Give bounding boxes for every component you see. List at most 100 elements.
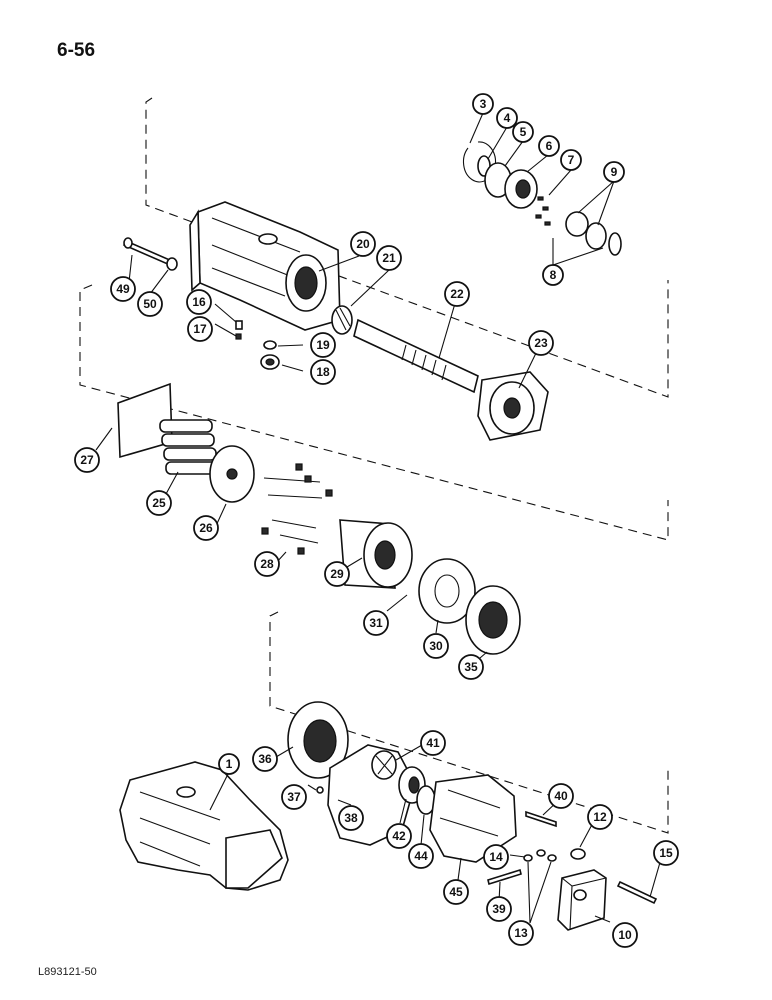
- callout-label: 45: [449, 885, 463, 899]
- callout-4: 4: [496, 107, 518, 129]
- callout-38: 38: [338, 805, 364, 831]
- callout-label: 25: [152, 496, 166, 510]
- callout-label: 20: [356, 237, 370, 251]
- callout-label: 27: [80, 453, 94, 467]
- motor-housing: [189, 201, 341, 331]
- callout-label: 10: [618, 928, 632, 942]
- callout-49: 49: [110, 276, 136, 302]
- callout-label: 28: [260, 557, 274, 571]
- port-plate-30: [418, 558, 476, 624]
- callout-35: 35: [458, 654, 484, 680]
- callout-label: 9: [611, 165, 618, 179]
- callout-label: 21: [382, 251, 396, 265]
- callout-6: 6: [538, 135, 560, 157]
- callout-label: 38: [344, 811, 358, 825]
- callout-13: 13: [508, 920, 534, 946]
- callout-label: 30: [429, 639, 443, 653]
- plug-18: [260, 354, 280, 370]
- callout-42: 42: [386, 823, 412, 849]
- assembly-guide-lines: [79, 97, 669, 834]
- end-cap-23: [477, 371, 549, 441]
- callout-27: 27: [74, 447, 100, 473]
- callout-7: 7: [560, 149, 582, 171]
- seal-12: [570, 848, 586, 860]
- callout-label: 14: [489, 850, 503, 864]
- figure-code: L893121-50: [38, 966, 97, 978]
- callout-label: 44: [414, 849, 428, 863]
- callout-label: 16: [192, 295, 206, 309]
- callout-label: 41: [426, 736, 440, 750]
- callout-label: 5: [520, 125, 527, 139]
- callout-23: 23: [528, 330, 554, 356]
- callout-1: 1: [218, 753, 240, 775]
- callout-label: 31: [369, 616, 383, 630]
- callout-28: 28: [254, 551, 280, 577]
- callout-39: 39: [486, 896, 512, 922]
- callout-label: 22: [450, 287, 464, 301]
- page-number: 6-56: [57, 40, 96, 61]
- callout-21: 21: [376, 245, 402, 271]
- callout-16: 16: [186, 289, 212, 315]
- plate-36: [287, 701, 349, 779]
- callout-30: 30: [423, 633, 449, 659]
- callout-22: 22: [444, 281, 470, 307]
- callout-label: 3: [480, 97, 487, 111]
- callout-label: 49: [116, 282, 130, 296]
- bolt-39: [487, 868, 522, 886]
- callout-label: 13: [514, 926, 528, 940]
- callout-17: 17: [187, 316, 213, 342]
- callout-26: 26: [193, 515, 219, 541]
- callout-label: 18: [316, 365, 330, 379]
- callout-label: 7: [568, 153, 575, 167]
- bolt-40: [525, 810, 557, 828]
- callout-label: 15: [659, 846, 673, 860]
- callout-label: 35: [464, 660, 478, 674]
- pins-7: [535, 196, 551, 226]
- callout-20: 20: [350, 231, 376, 257]
- callout-3: 3: [472, 93, 494, 115]
- gear-41: [371, 750, 397, 780]
- washer-50: [166, 257, 178, 271]
- callout-label: 1: [226, 757, 233, 771]
- callout-50: 50: [137, 291, 163, 317]
- cylinder-barrel-29: [339, 519, 413, 589]
- bearing-21: [331, 305, 353, 335]
- callout-41: 41: [420, 730, 446, 756]
- callout-40: 40: [548, 783, 574, 809]
- o-rings-13-14: [523, 849, 557, 862]
- bolt-15: [616, 880, 658, 905]
- leader-lines: [95, 112, 664, 924]
- callout-label: 36: [258, 752, 272, 766]
- callout-12: 12: [587, 804, 613, 830]
- shaft-22: [353, 318, 479, 394]
- pin-16: [235, 320, 243, 330]
- seal-ring-19: [263, 340, 277, 350]
- callout-45: 45: [443, 879, 469, 905]
- valve-block-10: [557, 869, 607, 931]
- callout-label: 12: [593, 810, 607, 824]
- callout-label: 17: [193, 322, 207, 336]
- ring-8: [608, 232, 622, 256]
- pin-37: [316, 786, 324, 794]
- callout-label: 23: [534, 336, 548, 350]
- retainer-plate-26: [209, 445, 255, 503]
- callout-19: 19: [310, 332, 336, 358]
- callout-44: 44: [408, 843, 434, 869]
- rings-9: [565, 211, 607, 250]
- callout-25: 25: [146, 490, 172, 516]
- callout-29: 29: [324, 561, 350, 587]
- callout-10: 10: [612, 922, 638, 948]
- pump-assembly-1: [119, 761, 289, 891]
- valve-plate-35: [465, 585, 521, 655]
- callout-5: 5: [512, 121, 534, 143]
- callout-label: 26: [199, 521, 213, 535]
- callout-8: 8: [542, 264, 564, 286]
- callout-label: 50: [143, 297, 157, 311]
- callout-label: 8: [550, 268, 557, 282]
- callout-label: 29: [330, 567, 344, 581]
- callout-15: 15: [653, 840, 679, 866]
- callout-label: 40: [554, 789, 568, 803]
- piston-assembly-25: [159, 419, 219, 475]
- callout-37: 37: [281, 784, 307, 810]
